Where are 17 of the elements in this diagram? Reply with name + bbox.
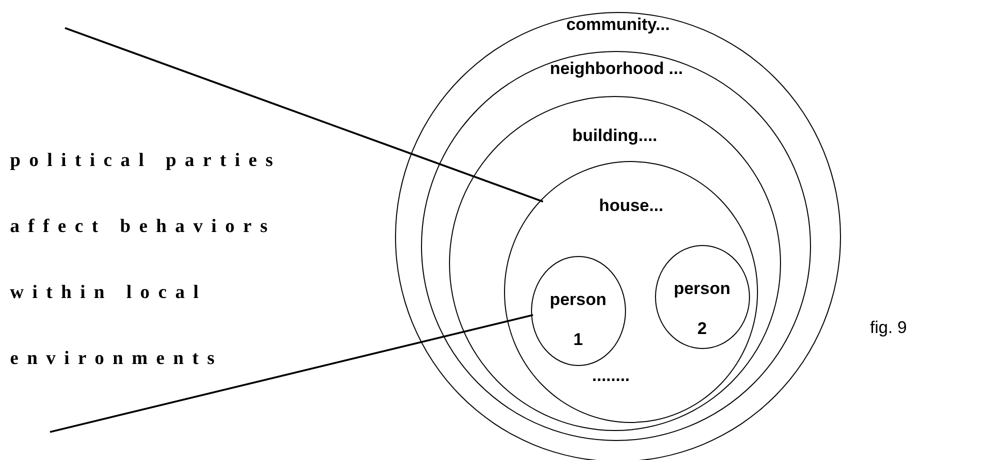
- ellipse-region: [448, 96, 781, 431]
- ellipsis-text: ........: [592, 366, 630, 386]
- region-label: house...: [599, 196, 664, 216]
- region-label: building....: [572, 126, 658, 146]
- region-label: neighborhood ...: [550, 58, 683, 79]
- figure-number: fig. 9: [870, 318, 907, 338]
- region-label: person 1: [550, 288, 606, 351]
- caption-text: political parties affect behaviors within local environments: [10, 149, 282, 371]
- ellipse-region: [654, 244, 750, 349]
- ellipse-region: [530, 256, 626, 366]
- ellipse-region: [395, 12, 841, 460]
- ellipse-region: [421, 51, 812, 442]
- line: [50, 314, 534, 433]
- region-label: community...: [566, 15, 670, 36]
- region-label: person 2: [674, 278, 730, 340]
- ellipse-region: [504, 161, 758, 424]
- line: [64, 27, 544, 202]
